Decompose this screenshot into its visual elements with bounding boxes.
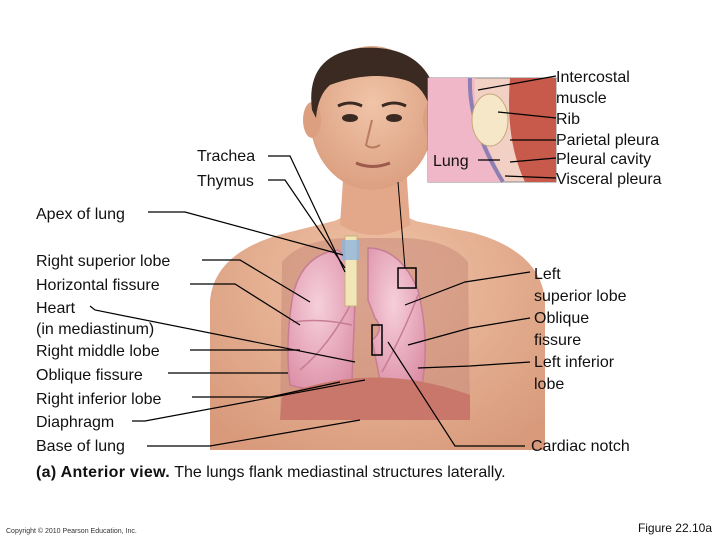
label-trachea: Trachea — [197, 148, 256, 165]
label-rib: Rib — [556, 111, 581, 128]
figure-caption: (a) Anterior view. The lungs flank media… — [36, 464, 506, 482]
copyright: Copyright © 2010 Pearson Education, Inc. — [6, 528, 137, 535]
right-horizontal-fissure-line — [292, 319, 353, 326]
label-oblique-left-2: fissure — [534, 332, 582, 349]
left-lung-labels: Left superior lobe Oblique fissure Left … — [534, 264, 627, 396]
head — [310, 46, 434, 190]
inset-pointer-box — [397, 267, 417, 289]
right-oblique-fissure-line — [299, 299, 354, 371]
label-right-inferior: Right inferior lobe — [36, 391, 162, 408]
eye-left — [342, 114, 358, 122]
caption-text: The lungs flank mediastinal structures l… — [170, 464, 506, 481]
inset-muscle — [509, 78, 556, 182]
diaphragm-shape — [280, 377, 470, 420]
inset-labels: Intercostal muscle Rib Parietal pleura — [556, 67, 659, 151]
label-pleural-cavity: Pleural cavity — [556, 151, 652, 168]
label-diaphragm: Diaphragm — [36, 414, 115, 431]
nose — [364, 119, 381, 149]
inset-rib — [471, 93, 509, 147]
label-heart: Heart — [36, 300, 76, 317]
label-horizontal-fissure: Horizontal fissure — [36, 277, 160, 294]
label-cardiac-notch: Cardiac notch — [531, 438, 630, 455]
label-heart-sub: (in mediastinum) — [36, 321, 155, 338]
label-parietal-pleura: Parietal pleura — [556, 132, 660, 149]
thymus-shape — [342, 240, 360, 260]
label-intercostal-2: muscle — [556, 90, 607, 107]
label-left-superior: Left — [534, 266, 561, 283]
inset-lung — [428, 78, 505, 182]
label-right-middle: Right middle lobe — [36, 343, 160, 360]
eye-right — [386, 114, 402, 122]
mouth — [355, 161, 391, 168]
label-right-superior: Right superior lobe — [36, 253, 171, 270]
label-apex: Apex of lung — [36, 206, 125, 223]
label-thymus: Thymus — [197, 173, 254, 190]
label-oblique-right: Oblique fissure — [36, 367, 143, 384]
label-visceral-pleura: Visceral pleura — [556, 171, 662, 188]
label-left-superior-2: superior lobe — [534, 288, 627, 305]
leader-lines — [89, 75, 557, 447]
cardiac-notch-box — [371, 324, 383, 356]
label-base: Base of lung — [36, 438, 125, 455]
inset-pointer-line — [397, 181, 406, 269]
caption-tag: (a) Anterior view. — [36, 464, 171, 481]
left-oblique-fissure-line — [381, 294, 419, 373]
label-left-inferior: Left inferior — [534, 354, 615, 371]
eyebrows — [337, 101, 407, 108]
label-left-inferior-2: lobe — [534, 376, 565, 393]
label-lung-inset: Lung — [433, 153, 469, 170]
figure-number: Figure 22.10a — [637, 521, 712, 535]
hair — [311, 47, 436, 118]
label-intercostal: Intercostal — [556, 69, 630, 86]
label-oblique-left: Oblique — [534, 310, 590, 327]
